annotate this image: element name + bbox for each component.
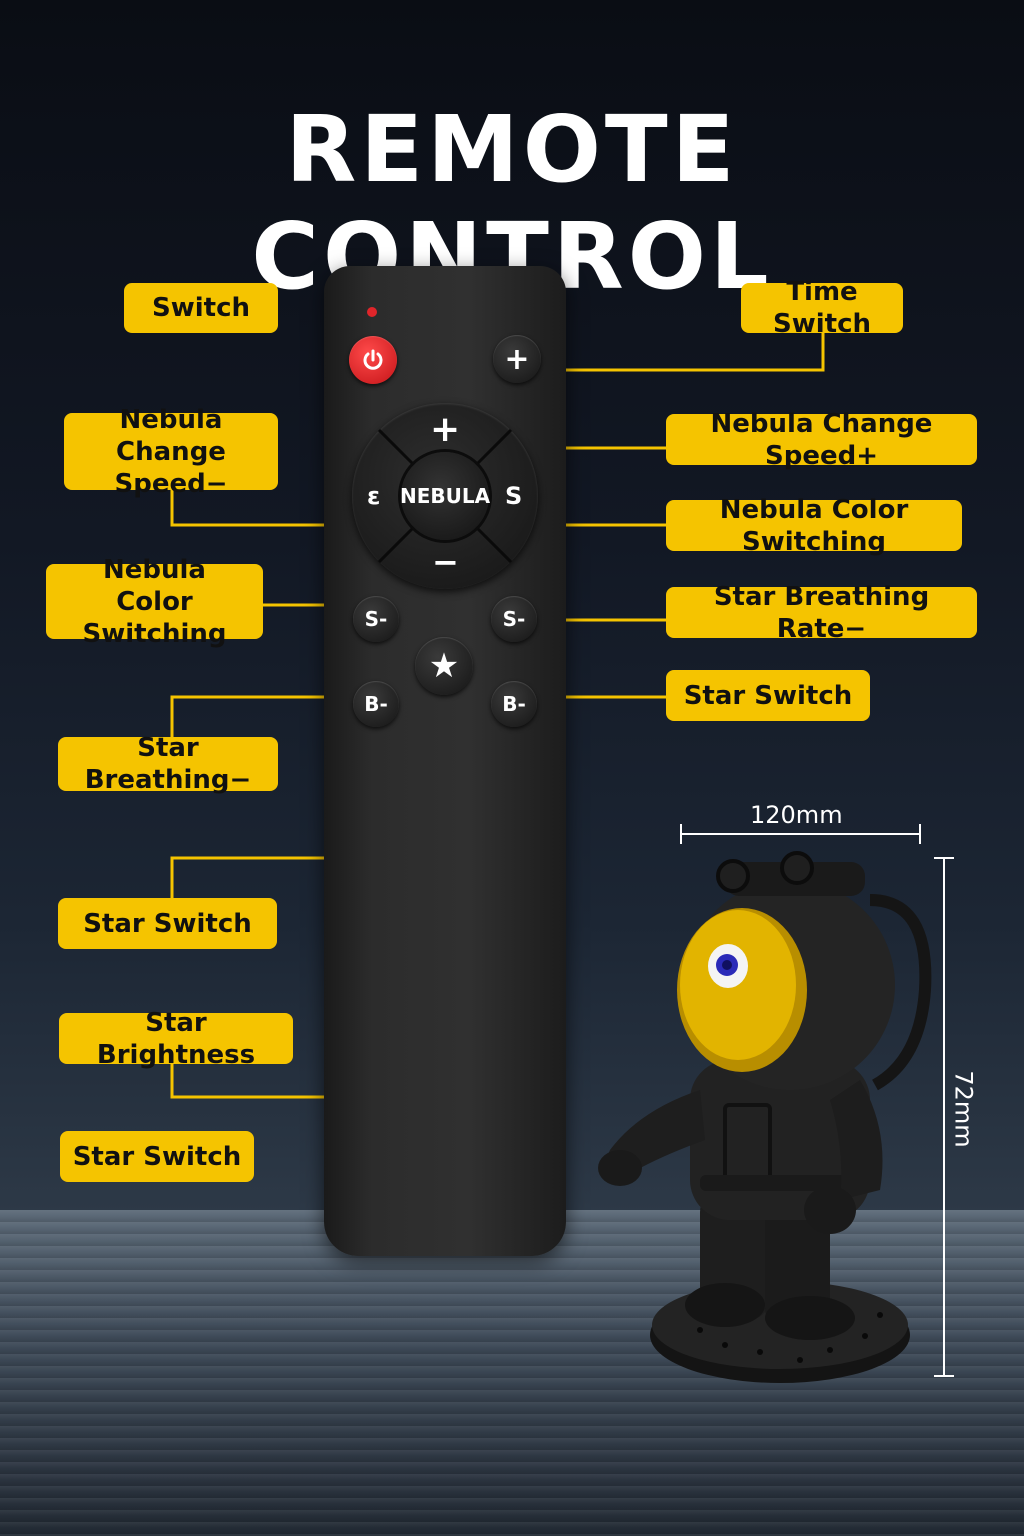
power-icon	[363, 349, 383, 370]
line-star-switch-left-1	[170, 856, 324, 898]
indicator-led	[367, 307, 377, 317]
s-minus-left-button[interactable]: S-	[353, 596, 399, 642]
label-star-switch-left-1: Star Switch	[58, 898, 277, 949]
power-button[interactable]	[349, 336, 397, 384]
label-nebula-color-right: Nebula Color Switching	[666, 495, 962, 557]
s-minus-right-button[interactable]: S-	[491, 596, 537, 642]
time-plus-button[interactable]: +	[493, 335, 541, 383]
dpad-right-button[interactable]: S	[505, 482, 523, 510]
dpad-down-button[interactable]: −	[432, 543, 459, 581]
page-title: REMOTE CONTROL	[251, 96, 773, 310]
label-nebula-speed-plus: Nebula Change Speed+	[666, 409, 977, 471]
label-switch: Switch	[124, 283, 278, 333]
label-star-switch-left-2: Star Switch	[60, 1131, 254, 1182]
b-minus-right-button[interactable]: B-	[491, 681, 537, 727]
star-button[interactable]: ★	[415, 637, 473, 695]
dpad-left-button[interactable]: ε	[367, 482, 381, 510]
width-dimension-label: 120mm	[750, 801, 843, 829]
line-time-switch	[545, 333, 825, 372]
line-star-brightness	[170, 1064, 324, 1099]
label-star-brightness: Star Brightness	[59, 1008, 293, 1070]
dpad-dividers	[377, 428, 513, 564]
label-star-switch-right: Star Switch	[666, 670, 870, 721]
line-nebula-speed-minus	[170, 490, 352, 527]
b-minus-left-button[interactable]: B-	[353, 681, 399, 727]
label-star-breathing-minus: Star Breathing−	[58, 733, 278, 795]
nebula-center-button[interactable]: NEBULA	[400, 452, 490, 540]
line-star-breathing-minus	[170, 695, 352, 737]
dpad-up-button[interactable]: +	[430, 409, 461, 450]
label-star-breathing-rate-minus: Star Breathing Rate−	[666, 582, 977, 644]
